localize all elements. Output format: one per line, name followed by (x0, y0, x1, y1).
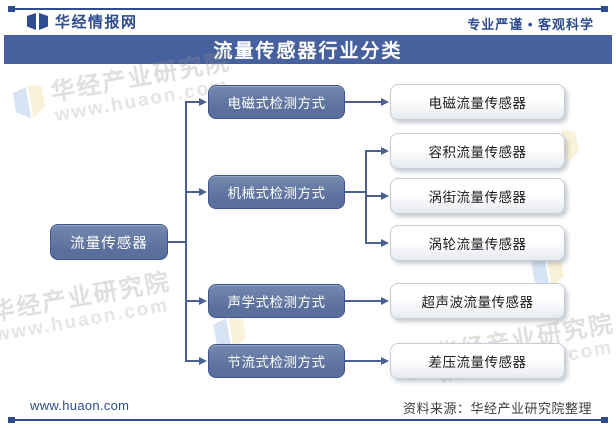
connector-line (345, 360, 381, 362)
arrowhead-icon (381, 356, 389, 365)
arrowhead-icon (199, 356, 207, 365)
huaon-logo-icon (27, 13, 48, 30)
root-node: 流量传感器 (50, 224, 168, 260)
connector-line (186, 360, 199, 362)
sensor-node: 容积流量传感器 (390, 133, 565, 169)
connector-line (365, 150, 367, 244)
method-node: 声学式检测方式 (208, 284, 345, 318)
sensor-node: 涡街流量传感器 (390, 178, 565, 214)
connector-line (345, 191, 366, 193)
sensor-node: 超声波流量传感器 (390, 283, 565, 319)
connector-line (186, 191, 199, 193)
connector-line (345, 101, 381, 103)
connector-line (168, 241, 186, 243)
connector-line (186, 101, 199, 103)
method-node: 节流式检测方式 (208, 344, 345, 378)
method-node: 电磁式检测方式 (208, 85, 345, 119)
arrowhead-icon (381, 238, 389, 247)
connector-line (366, 150, 381, 152)
top-divider (8, 6, 608, 12)
header-tagline: 专业严谨 • 客观科学 (467, 17, 594, 32)
arrowhead-icon (199, 97, 207, 106)
connector-line (366, 195, 381, 197)
arrowhead-icon (199, 296, 207, 305)
arrowhead-icon (199, 187, 207, 196)
sensor-node: 差压流量传感器 (390, 343, 565, 379)
page-title: 流量传感器行业分类 (213, 41, 403, 62)
site-name: 华经情报网 (55, 14, 138, 31)
site-brand: 华经情报网 (27, 11, 138, 32)
data-source: 资料来源：华经产业研究院整理 (402, 401, 592, 416)
sensor-node: 电磁流量传感器 (390, 84, 565, 120)
arrowhead-icon (381, 191, 389, 200)
arrowhead-icon (381, 97, 389, 106)
watermark-logo-icon (12, 82, 48, 123)
connector-line (345, 300, 381, 302)
arrowhead-icon (381, 146, 389, 155)
title-bar: 流量传感器行业分类 (4, 35, 612, 64)
bottom-divider (8, 417, 608, 423)
arrowhead-icon (381, 296, 389, 305)
sensor-node: 涡轮流量传感器 (390, 225, 565, 261)
footer-website: www.huaon.com (30, 398, 130, 413)
method-node: 机械式检测方式 (208, 175, 345, 209)
connector-line (186, 300, 199, 302)
connector-line (366, 242, 381, 244)
connector-line (185, 101, 187, 362)
